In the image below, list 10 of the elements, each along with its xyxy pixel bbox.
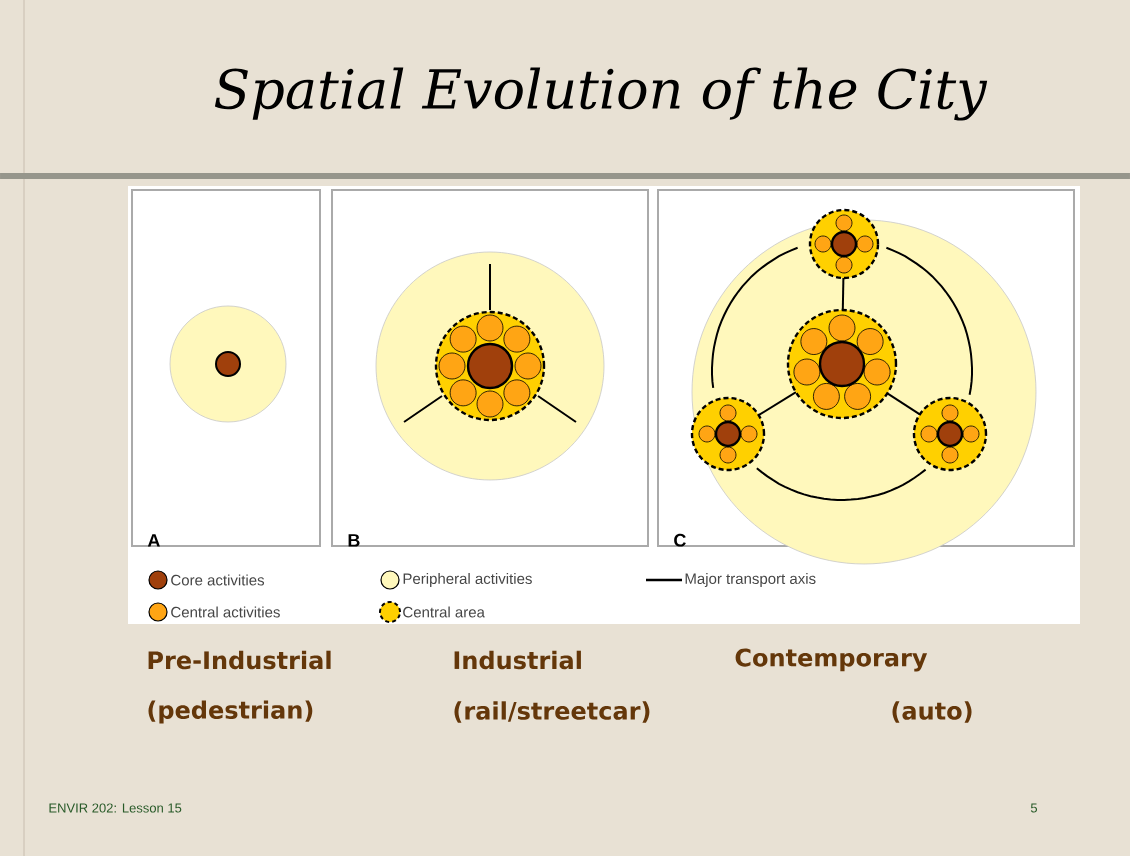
- caption-text: (auto): [892, 701, 972, 723]
- caption-text: Contemporary: [735, 648, 928, 672]
- panel-box: A: [131, 189, 321, 547]
- slide-title: Spatial Evolution of the City: [214, 67, 988, 121]
- caption-text: Pre-Industrial: [148, 650, 331, 670]
- caption-text: (pedestrian): [148, 700, 313, 724]
- panel-box: C: [657, 189, 1075, 547]
- panel-box: B: [331, 189, 649, 547]
- caption-text: (rail/streetcar): [454, 701, 650, 723]
- caption-text: Industrial: [454, 650, 581, 670]
